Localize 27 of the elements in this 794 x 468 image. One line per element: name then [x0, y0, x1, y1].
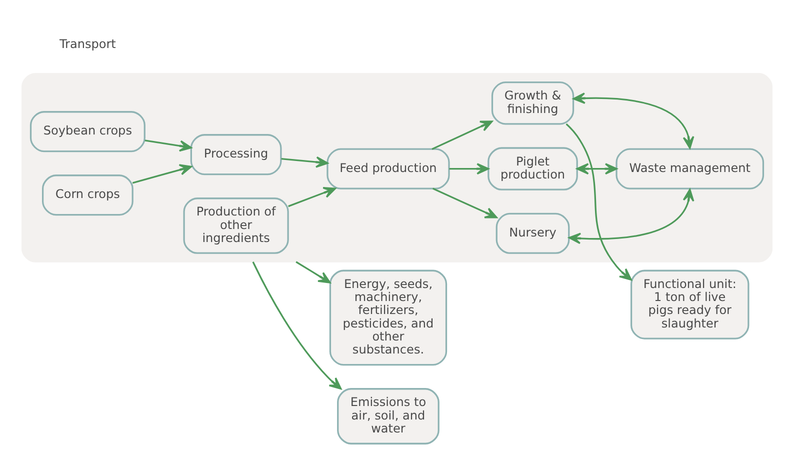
arrow — [296, 260, 331, 283]
node-box: Nursery — [496, 212, 570, 254]
node-box: Corn crops — [42, 174, 134, 216]
node-box: Growth & finishing — [491, 81, 574, 124]
node-box: Piglet production — [488, 146, 578, 190]
label: Transport — [59, 36, 116, 51]
node-box: Processing — [190, 134, 282, 175]
cluster — [21, 72, 773, 262]
arrow — [281, 156, 328, 168]
arrow — [566, 122, 632, 280]
arrow — [432, 187, 498, 218]
node-box: Energy, seeds, machinery, fertilizers, pesticides, and other substances. — [329, 269, 448, 366]
arrow — [132, 164, 192, 184]
arrow — [576, 162, 618, 174]
node-box: Waste management — [616, 148, 764, 189]
node-box: Feed production — [326, 148, 450, 189]
arrow — [432, 120, 493, 150]
arrow — [449, 162, 490, 174]
node-box: Functional unit: 1 ton of live pigs ready for slaughter — [630, 269, 750, 339]
node-box: Emissions to air, soil, and water — [337, 388, 440, 444]
arrow — [252, 261, 342, 390]
arrow — [568, 188, 694, 244]
node-box: Soybean crops — [30, 110, 146, 152]
node-box: Production of other ingredients — [183, 197, 289, 254]
arrow — [288, 186, 336, 207]
arrow — [572, 92, 694, 148]
arrow — [144, 139, 192, 152]
